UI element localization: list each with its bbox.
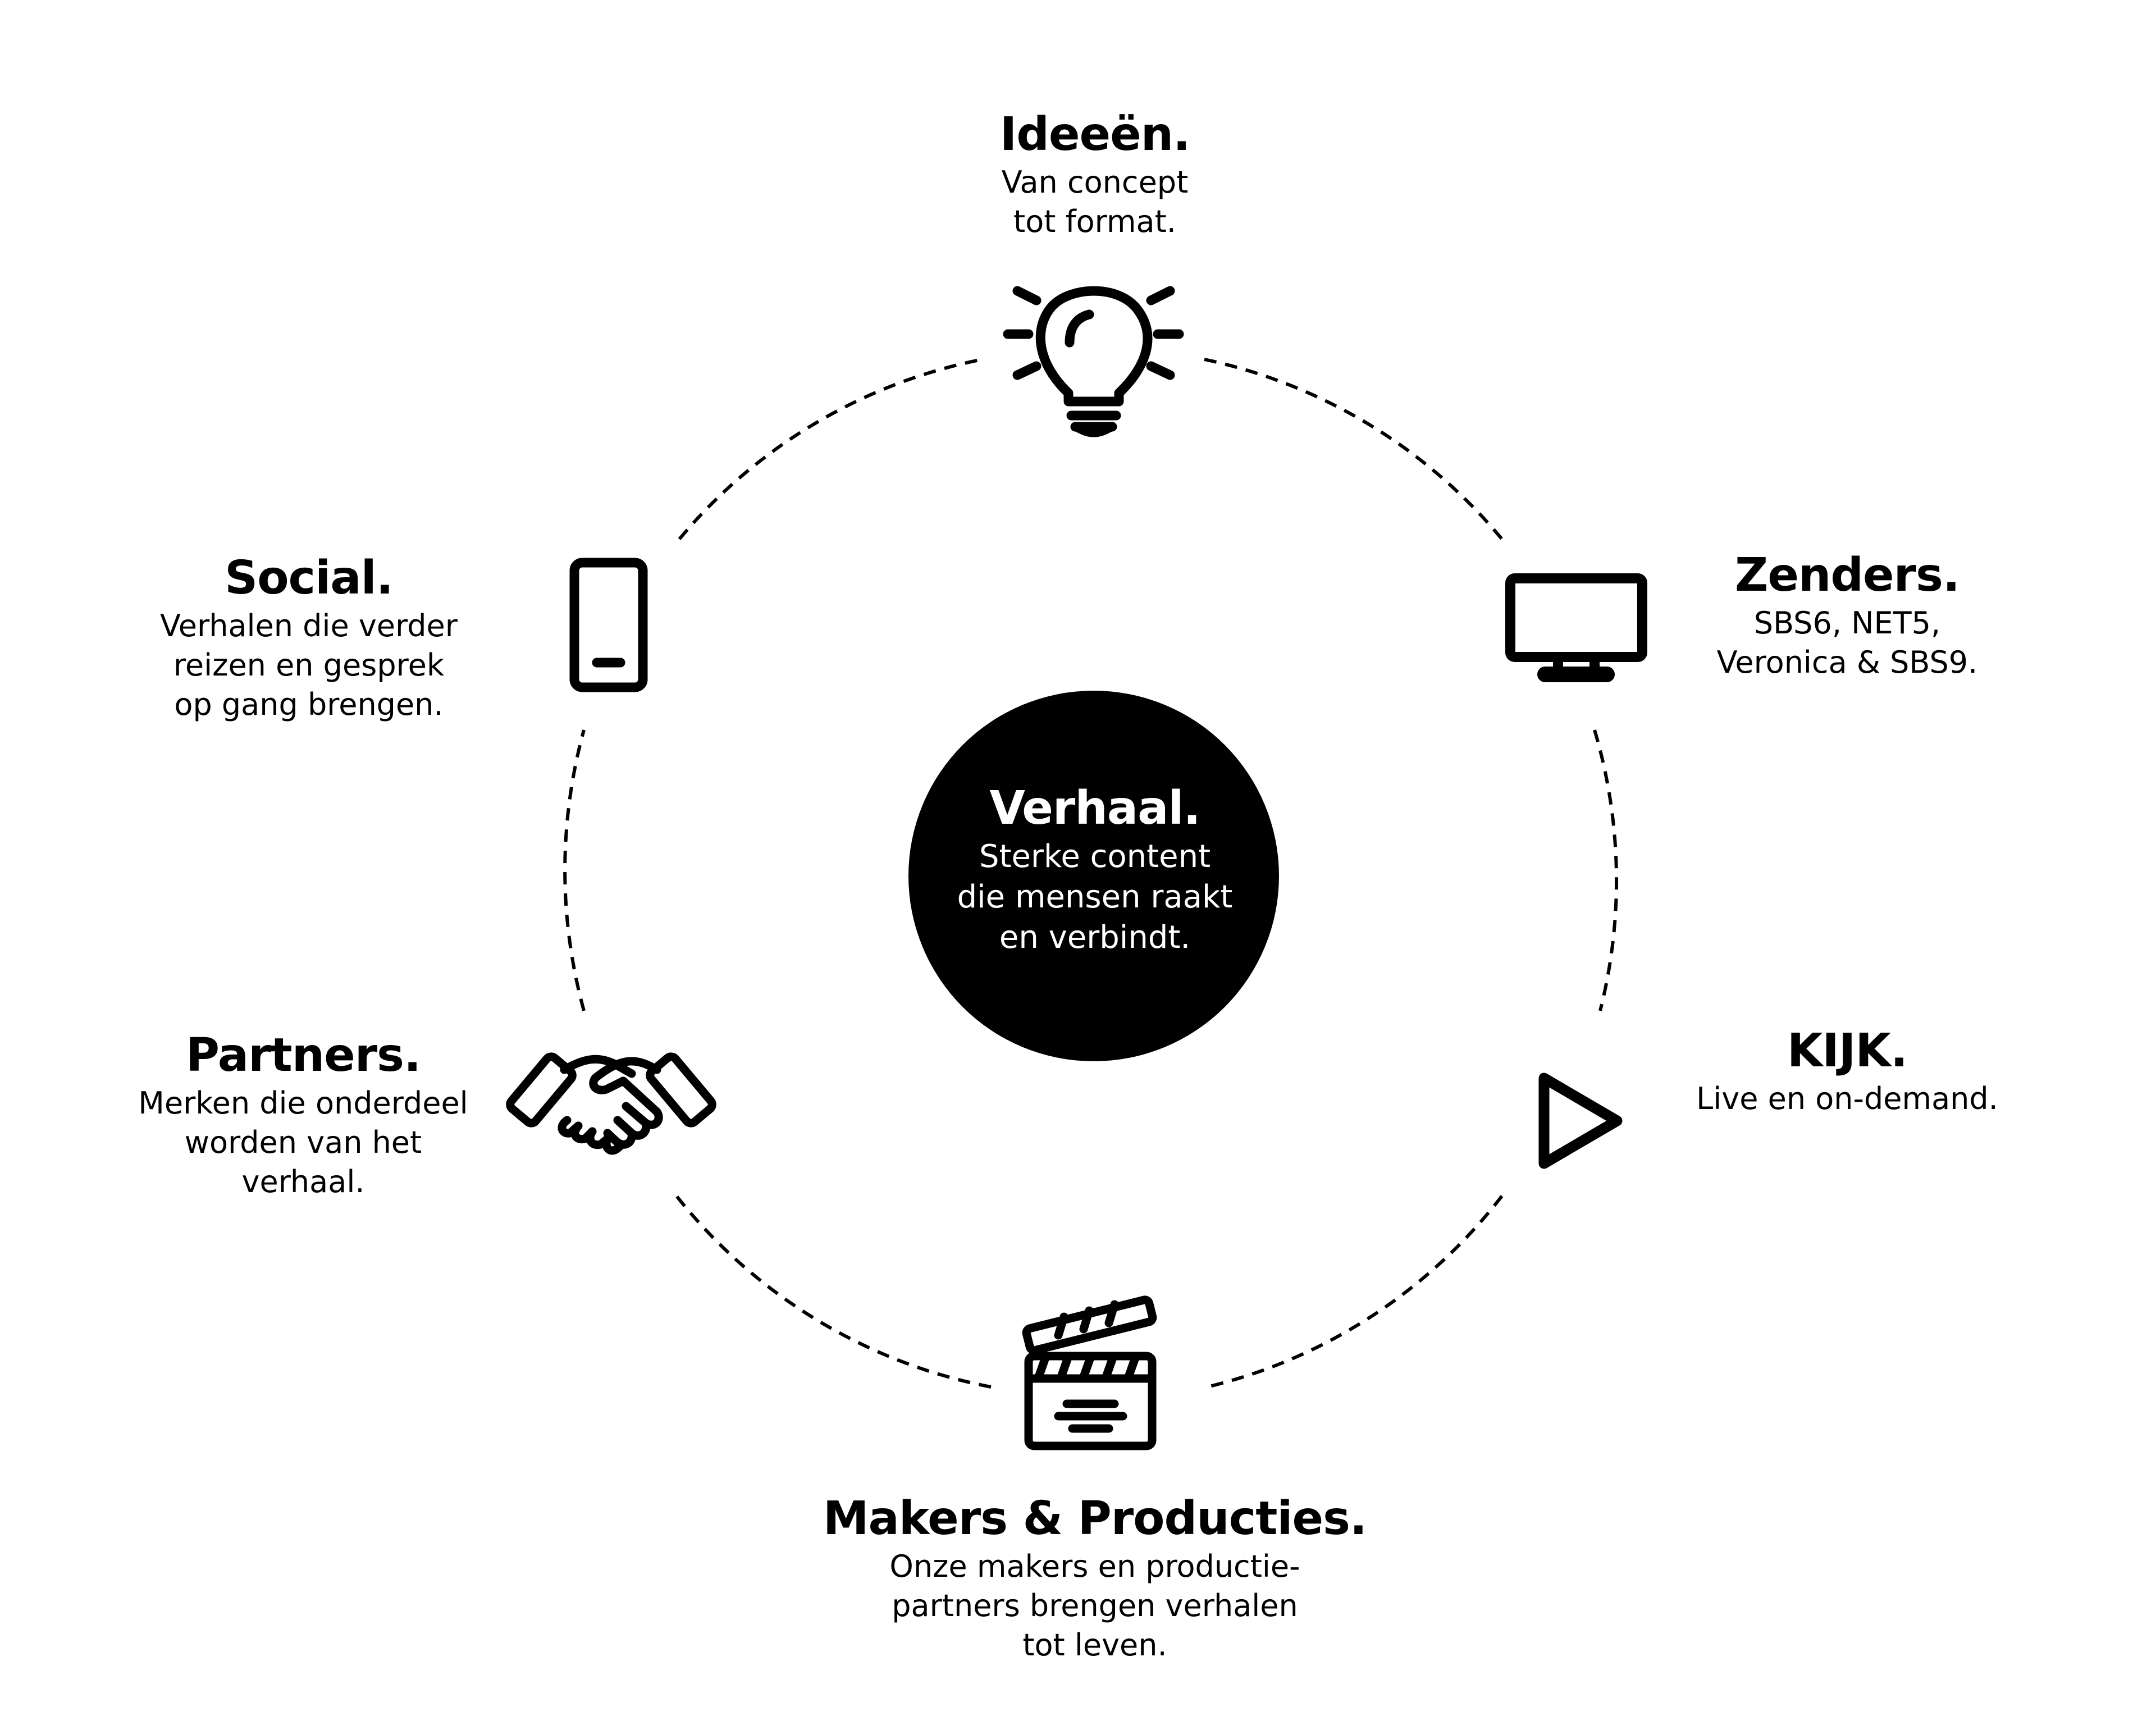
node-zenders-title: Zenders.	[1734, 549, 1960, 602]
node-ideeen-subtitle: Van concept tot format.	[1001, 165, 1189, 239]
node-kijk: KIJK. Live en on-demand.	[1651, 1023, 2044, 1119]
node-partners-title: Partners.	[185, 1029, 421, 1082]
node-partners: Partners. Merken die onderdeel worden va…	[101, 1028, 505, 1202]
node-makers-title: Makers & Producties.	[823, 1492, 1367, 1545]
node-social: Social. Verhalen die verder reizen en ge…	[112, 550, 505, 724]
ring-segment-zenders-kijk	[1593, 729, 1619, 1011]
ring-segment-partners-social	[563, 729, 586, 1011]
node-makers: Makers & Producties. Onze makers en prod…	[752, 1491, 1437, 1665]
ring-segment-ideeen-zenders	[1204, 358, 1504, 540]
node-kijk-subtitle: Live en on-demand.	[1696, 1081, 1998, 1116]
node-ideeen-title: Ideeën.	[999, 108, 1191, 161]
node-social-subtitle: Verhalen die verder reizen en gesprek op…	[160, 608, 458, 722]
center-subtitle: Sterke content die mensen raakt en verbi…	[957, 838, 1233, 956]
node-social-title: Social.	[225, 551, 394, 605]
ring-segment-makers-partners	[675, 1195, 992, 1389]
node-kijk-title: KIJK.	[1787, 1024, 1908, 1078]
dashed-ring	[563, 358, 1619, 1389]
node-zenders-subtitle: SBS6, NET5, Veronica & SBS9.	[1716, 605, 1978, 680]
node-makers-subtitle: Onze makers en productie- partners breng…	[889, 1549, 1300, 1663]
node-ideeen: Ideeën. Van concept tot format.	[870, 107, 1319, 241]
lightbulb-icon	[1003, 286, 1184, 437]
play-icon	[1538, 1073, 1623, 1169]
television-icon	[1505, 573, 1647, 682]
ring-segment-kijk-makers	[1207, 1195, 1504, 1389]
handshake-icon	[506, 1052, 716, 1155]
smartphone-icon	[569, 558, 648, 692]
center-circle	[908, 691, 1279, 1061]
center-title: Verhaal.	[989, 782, 1200, 835]
center-label: Verhaal. Sterke content die mensen raakt…	[910, 781, 1280, 958]
ring-segment-social-ideeen	[678, 358, 983, 540]
node-zenders: Zenders. SBS6, NET5, Veronica & SBS9.	[1651, 547, 2044, 682]
clapperboard-icon	[1022, 1295, 1157, 1450]
node-partners-subtitle: Merken die onderdeel worden van het verh…	[138, 1085, 468, 1199]
